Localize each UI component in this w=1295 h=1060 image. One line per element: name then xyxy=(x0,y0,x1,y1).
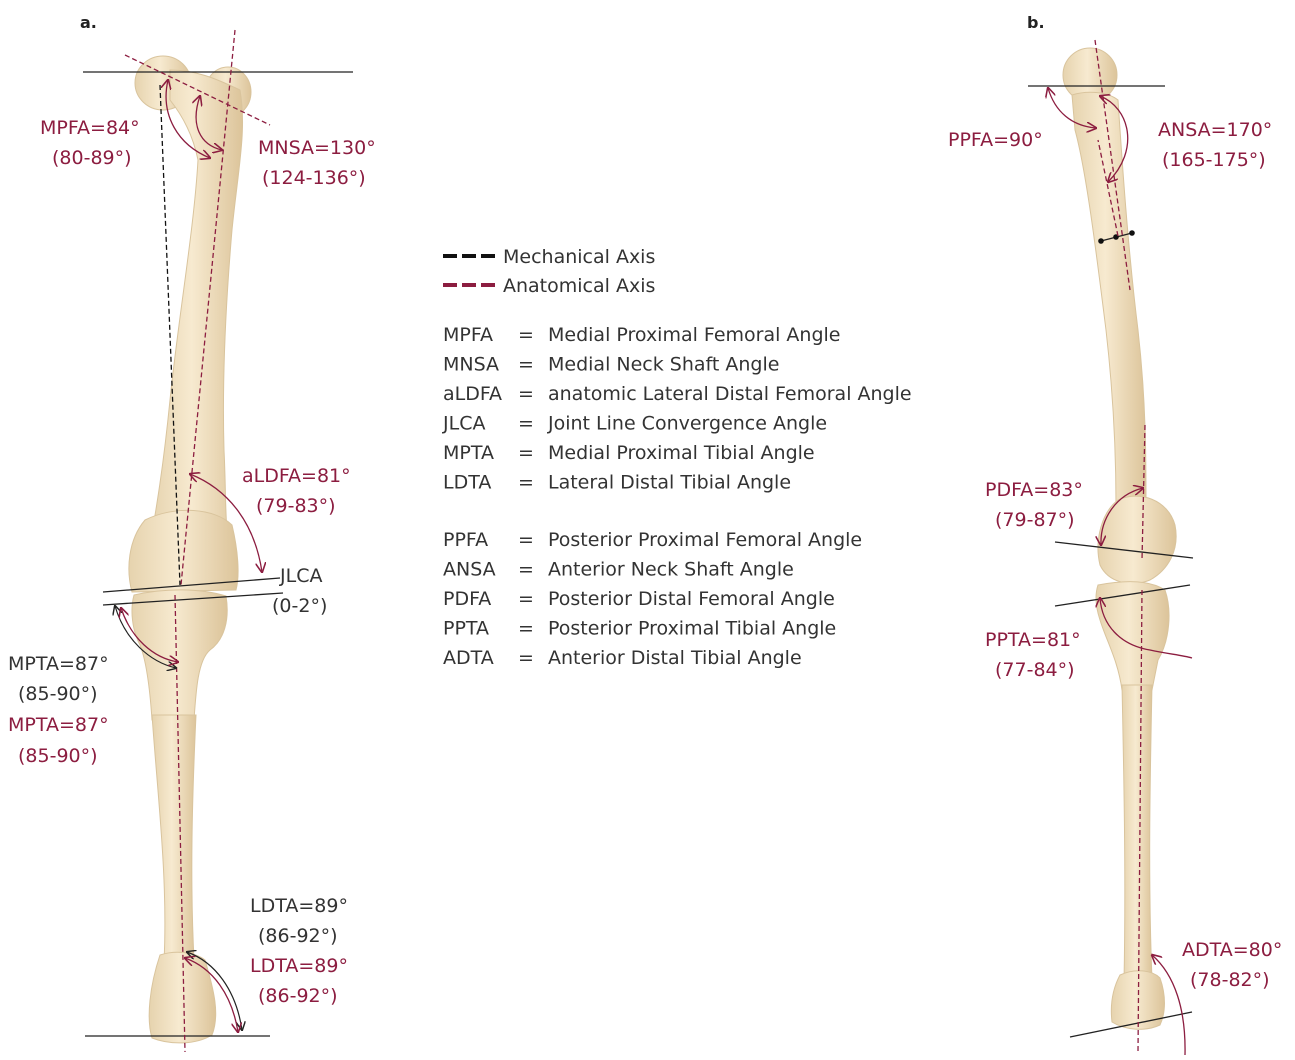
legend-definition: Posterior Proximal Femoral Angle xyxy=(548,529,862,551)
mpta-mech-value: MPTA=87° xyxy=(8,653,109,675)
ldta-mech-range: (86-92°) xyxy=(258,925,338,947)
legend-equals: = xyxy=(518,413,534,435)
legend-equals: = xyxy=(518,618,534,640)
mpta-anat-range: (85-90°) xyxy=(18,745,98,767)
legend-equals: = xyxy=(518,354,534,376)
legend-definition: Posterior Proximal Tibial Angle xyxy=(548,618,836,640)
frontal-femur xyxy=(129,56,251,592)
legend: Mechanical Axis Anatomical Axis MPFA = Med… xyxy=(442,246,912,669)
legend-equals: = xyxy=(518,588,534,610)
mpta-mech-range: (85-90°) xyxy=(18,683,98,705)
legend-definition: Posterior Distal Femoral Angle xyxy=(548,588,835,610)
aldfa-range: (79-83°) xyxy=(256,495,336,517)
legend-equals: = xyxy=(518,324,534,346)
mnsa-value: MNSA=130° xyxy=(258,137,376,159)
legend-abbreviation: PDFA xyxy=(443,588,491,610)
mpta-anat-value: MPTA=87° xyxy=(8,714,109,736)
legend-abbreviation: PPTA xyxy=(443,618,489,640)
legend-row-mpfa: MPFA = Medial Proximal Femoral Angle xyxy=(443,324,841,346)
legend-abbreviation: ANSA xyxy=(443,559,496,581)
legend-mechanical-axis: Mechanical Axis xyxy=(503,246,655,268)
aldfa-value: aLDFA=81° xyxy=(242,465,351,487)
legend-abbreviation: ADTA xyxy=(443,647,494,669)
sagittal-tibia xyxy=(1096,582,1169,1030)
legend-row-ppta: PPTA = Posterior Proximal Tibial Angle xyxy=(443,618,836,640)
abbreviation-list-sagittal: PPFA = Posterior Proximal Femoral AngleANS… xyxy=(443,529,862,669)
legend-row-jlca: JLCA = Joint Line Convergence Angle xyxy=(442,413,827,435)
legend-abbreviation: LDTA xyxy=(443,472,491,494)
legend-abbreviation: MPTA xyxy=(443,442,494,464)
panel-a-label: a. xyxy=(80,13,97,32)
jlca-range: (0-2°) xyxy=(272,595,327,617)
legend-definition: Anterior Distal Tibial Angle xyxy=(548,647,802,669)
legend-abbreviation: MPFA xyxy=(443,324,493,346)
legend-equals: = xyxy=(518,529,534,551)
legend-row-ldta: LDTA = Lateral Distal Tibial Angle xyxy=(443,472,791,494)
ldta-anat-range: (86-92°) xyxy=(258,985,338,1007)
mnsa-range: (124-136°) xyxy=(262,167,366,189)
legend-row-adta: ADTA = Anterior Distal Tibial Angle xyxy=(443,647,802,669)
panel-b-label: b. xyxy=(1027,13,1045,32)
legend-abbreviation: MNSA xyxy=(443,354,499,376)
legend-equals: = xyxy=(518,472,534,494)
mpfa-range: (80-89°) xyxy=(52,147,132,169)
frontal-tibia xyxy=(132,590,227,1043)
legend-abbreviation: JLCA xyxy=(442,413,485,435)
ppta-value: PPTA=81° xyxy=(985,629,1081,651)
ansa-range: (165-175°) xyxy=(1162,149,1266,171)
legend-equals: = xyxy=(518,559,534,581)
legend-row-aldfa: aLDFA = anatomic Lateral Distal Femoral An… xyxy=(443,383,912,405)
adta-value: ADTA=80° xyxy=(1182,939,1282,961)
ansa-value: ANSA=170° xyxy=(1158,119,1272,141)
legend-definition: Joint Line Convergence Angle xyxy=(547,413,827,435)
legend-anatomical-axis: Anatomical Axis xyxy=(503,275,655,297)
ldta-anat-value: LDTA=89° xyxy=(250,955,348,977)
legend-definition: Lateral Distal Tibial Angle xyxy=(548,472,791,494)
ppta-range: (77-84°) xyxy=(995,659,1075,681)
ldta-mech-value: LDTA=89° xyxy=(250,895,348,917)
abbreviation-list-frontal: MPFA=Medial Proximal Femoral AngleMNSA=M… xyxy=(442,324,912,494)
legend-abbreviation: PPFA xyxy=(443,529,488,551)
legend-row-pdfa: PDFA = Posterior Distal Femoral Angle xyxy=(443,588,835,610)
legend-definition: Medial Neck Shaft Angle xyxy=(548,354,779,376)
legend-definition: Medial Proximal Femoral Angle xyxy=(548,324,841,346)
mpfa-value: MPFA=84° xyxy=(40,117,140,139)
legend-definition: Anterior Neck Shaft Angle xyxy=(548,559,794,581)
pdfa-value: PDFA=83° xyxy=(985,479,1083,501)
legend-equals: = xyxy=(518,383,534,405)
legend-definition: Medial Proximal Tibial Angle xyxy=(548,442,815,464)
pdfa-range: (79-87°) xyxy=(995,509,1075,531)
ppfa-value: PPFA=90° xyxy=(948,129,1043,151)
legend-row-mnsa: MNSA = Medial Neck Shaft Angle xyxy=(443,354,779,376)
legend-abbreviation: aLDFA xyxy=(443,383,502,405)
legend-equals: = xyxy=(518,647,534,669)
shaft-point-3 xyxy=(1129,230,1135,236)
adta-range: (78-82°) xyxy=(1190,969,1270,991)
legend-row-mpta: MPTA = Medial Proximal Tibial Angle xyxy=(443,442,815,464)
legend-definition: anatomic Lateral Distal Femoral Angle xyxy=(548,383,912,405)
legend-equals: = xyxy=(518,442,534,464)
legend-row-ppfa: PPFA = Posterior Proximal Femoral Angle xyxy=(443,529,862,551)
legend-row-ansa: ANSA = Anterior Neck Shaft Angle xyxy=(443,559,794,581)
jlca-value: JLCA xyxy=(279,565,322,587)
shaft-point-1 xyxy=(1098,238,1104,244)
